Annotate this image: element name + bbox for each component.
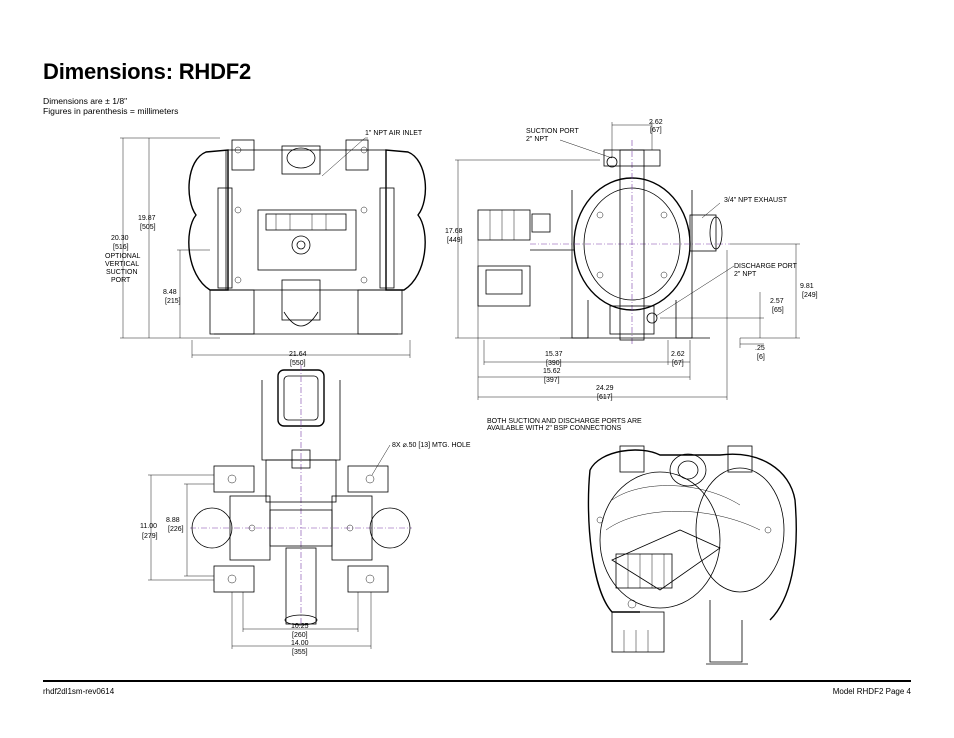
side-w4-in: 24.29 (596, 385, 614, 392)
top-h2-in: 8.88 (166, 517, 180, 524)
top-offset-in: 2.62 (649, 119, 663, 126)
mounting-hole-label: 8X ⌀.50 [13] MTG. HOLE (392, 442, 471, 449)
isometric-view-drawing (587, 445, 797, 665)
side-w4-mm: [617] (597, 394, 613, 401)
front-height-in: 19.87 (138, 215, 156, 222)
page-label: Model RHDF2 Page 4 (832, 687, 911, 696)
doc-id: rhdf2dl1sm-rev0614 (43, 687, 115, 696)
optional-mm: [516] (113, 244, 129, 251)
optional-line-2: VERTICAL (105, 261, 139, 268)
top-w1-mm: [260] (292, 632, 308, 639)
discharge-port-size: 2" NPT (734, 271, 757, 278)
bsp-note-line-2: AVAILABLE WITH 2" BSP CONNECTIONS (487, 425, 622, 432)
small-height-in: 2.57 (770, 298, 784, 305)
right-height-in: 9.81 (800, 283, 814, 290)
top-w1-in: 10.25 (291, 623, 309, 630)
front-mid-in: 8.48 (163, 289, 177, 296)
side-w3-in: 15.62 (543, 368, 561, 375)
optional-line-1: OPTIONAL (105, 253, 141, 260)
page-title: Dimensions: RHDF2 (43, 59, 252, 84)
front-width-mm: [550] (290, 360, 306, 367)
side-w1-in: 15.37 (545, 351, 563, 358)
exhaust-label: 3/4" NPT EXHAUST (724, 197, 788, 204)
small-height-mm: [65] (772, 307, 784, 314)
front-height-mm: [505] (140, 224, 156, 231)
bsp-note-line-1: BOTH SUCTION AND DISCHARGE PORTS ARE (487, 418, 642, 425)
front-width-in: 21.64 (289, 351, 307, 358)
side-height-mm: [449] (447, 237, 463, 244)
suction-port-size: 2" NPT (526, 136, 549, 143)
air-inlet-label: 1" NPT AIR INLET (365, 130, 423, 137)
base-mm: [6] (757, 354, 765, 361)
side-height-in: 17.68 (445, 228, 463, 235)
top-h2-mm: [226] (168, 526, 184, 533)
top-w2-mm: [355] (292, 649, 308, 656)
optional-in: 20.30 (111, 235, 129, 242)
front-view-drawing (120, 137, 427, 358)
top-h1-mm: [279] (142, 533, 158, 540)
top-h1-in: 11.00 (140, 523, 157, 530)
discharge-port-label: DISCHARGE PORT (734, 263, 798, 270)
millimeter-note: Figures in parenthesis = millimeters (43, 106, 179, 116)
optional-line-3: SUCTION (106, 269, 138, 276)
top-view-drawing (148, 365, 412, 649)
optional-line-4: PORT (111, 277, 131, 284)
side-view-drawing (455, 122, 800, 400)
suction-port-label: SUCTION PORT (526, 128, 579, 135)
top-w2-in: 14.00 (291, 640, 309, 647)
front-mid-mm: [215] (165, 298, 181, 305)
top-offset-mm: [67] (650, 127, 662, 134)
side-w3-mm: [397] (544, 377, 560, 384)
side-w2-in: 2.62 (671, 351, 685, 358)
dimension-notes: Dimensions are ± 1/8" Figures in parenth… (43, 96, 178, 116)
footer-rule (43, 680, 911, 682)
side-w1-mm: [390] (546, 360, 562, 367)
base-in: .25 (755, 345, 765, 352)
right-height-mm: [249] (802, 292, 818, 299)
side-w2-mm: [67] (672, 360, 684, 367)
tolerance-note: Dimensions are ± 1/8" (43, 96, 128, 106)
